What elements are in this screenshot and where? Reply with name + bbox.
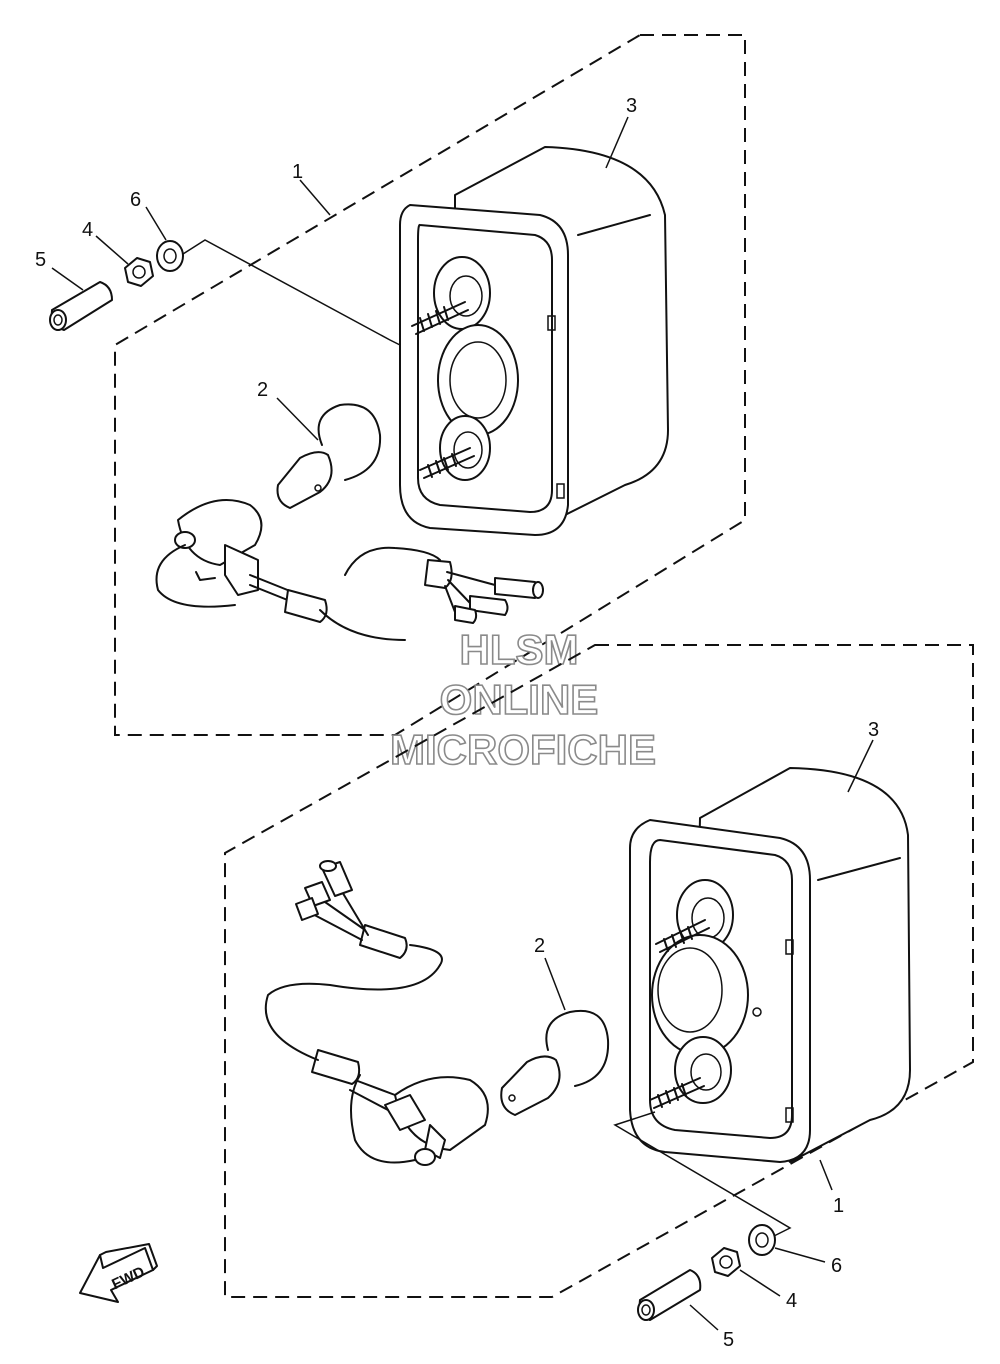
top-fastener-leader (182, 239, 401, 346)
callout-bottom-2: 2 (534, 935, 545, 957)
callout-top-6: 6 (130, 189, 141, 211)
callout-bottom-1: 1 (833, 1195, 844, 1217)
callout-bottom-6: 6 (831, 1255, 842, 1277)
fwd-direction-badge: FWD (79, 1243, 158, 1303)
bottom-socket-harness (264, 860, 489, 1166)
callout-top-1: 1 (292, 161, 303, 183)
bottom-fastener-leader (613, 1111, 792, 1239)
top-tail-light-housing (399, 146, 669, 536)
bottom-nut (711, 1247, 741, 1277)
callout-bottom-5: 5 (723, 1329, 734, 1351)
top-socket-harness (155, 499, 544, 641)
callout-top-3: 3 (626, 95, 637, 117)
bottom-tail-light-housing (629, 767, 911, 1163)
watermark-line-1: HLSM (460, 626, 579, 673)
callout-top-4: 4 (82, 219, 93, 241)
bottom-collar (637, 1269, 702, 1321)
top-nut (124, 257, 154, 287)
bottom-washer (748, 1224, 776, 1256)
watermark-line-2: ONLINE (440, 676, 599, 723)
bottom-assembly-dashed-boundary (224, 644, 974, 1298)
bottom-bulb (500, 1009, 610, 1116)
callout-bottom-4: 4 (786, 1290, 797, 1312)
watermark: HLSM ONLINE MICROFICHE (389, 625, 657, 774)
bottom-assembly: 1 2 3 4 5 6 (224, 644, 974, 1351)
top-assembly: 1 2 3 4 5 6 (35, 34, 746, 736)
callout-top-2: 2 (257, 379, 268, 401)
watermark-line-3: MICROFICHE (390, 726, 656, 773)
top-washer (156, 240, 184, 272)
top-bulb (276, 403, 382, 509)
callout-bottom-3: 3 (868, 719, 879, 741)
top-assembly-dashed-boundary (114, 34, 746, 736)
top-collar (49, 281, 113, 331)
callout-top-5: 5 (35, 249, 46, 271)
